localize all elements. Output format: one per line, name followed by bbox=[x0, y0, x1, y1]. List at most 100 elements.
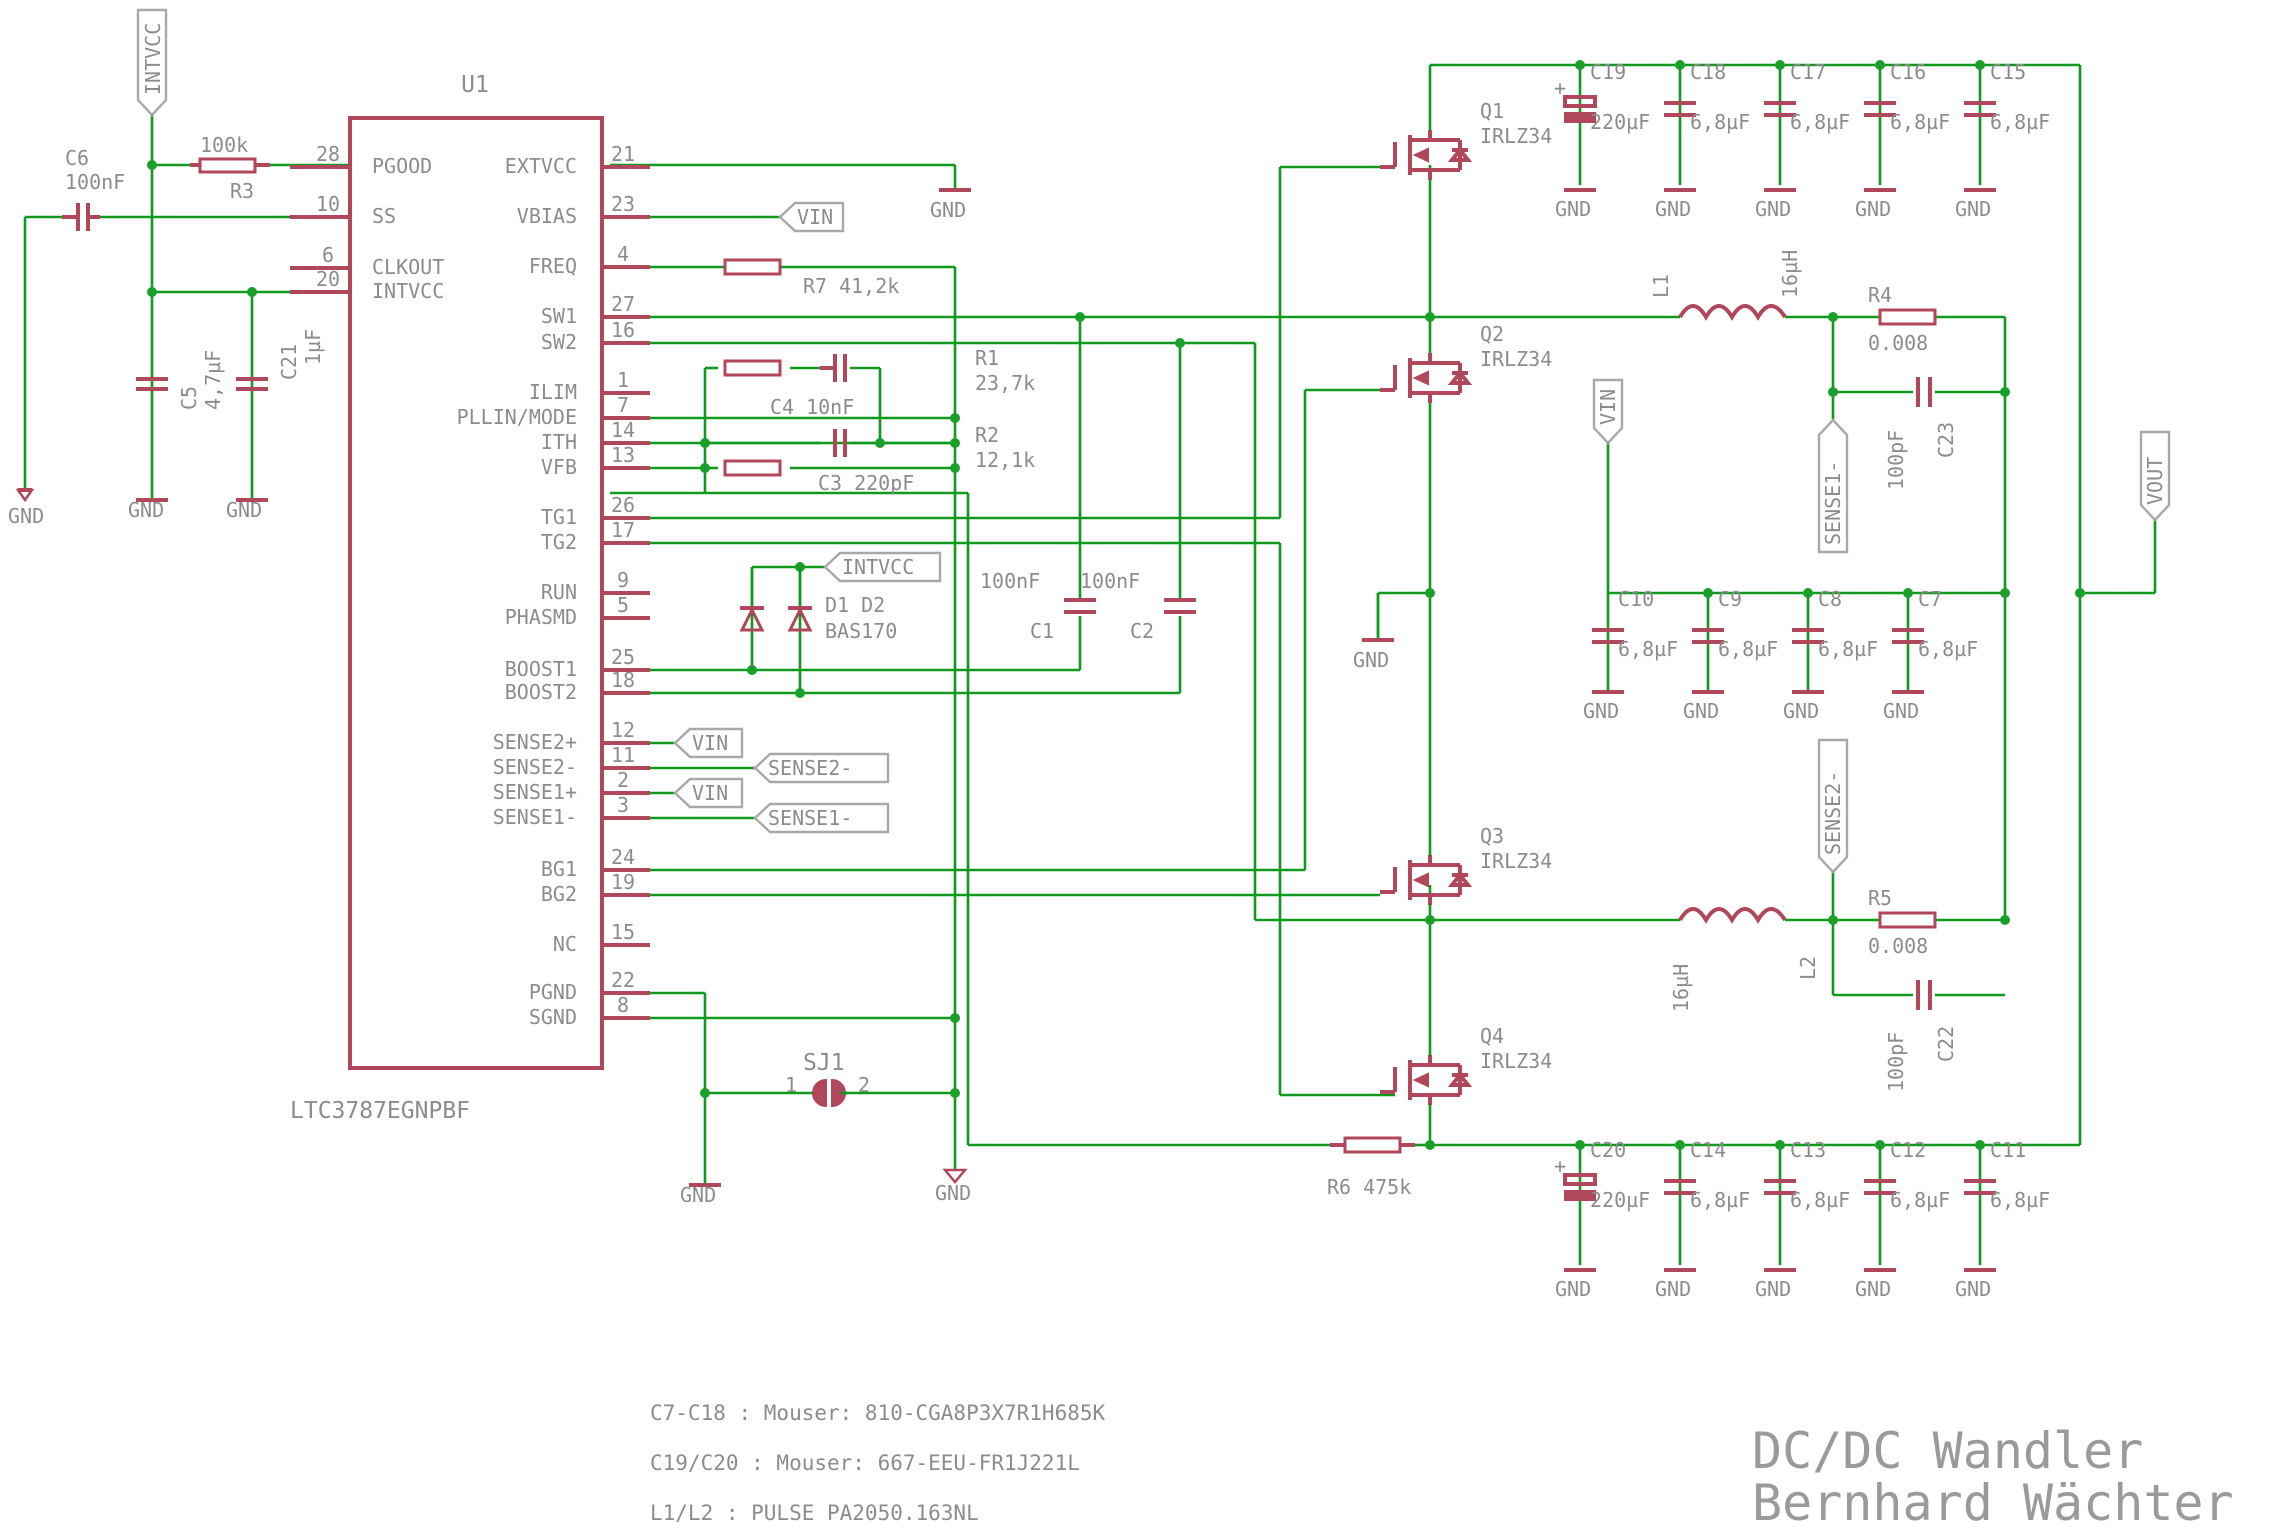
ic-pin-number: 4 bbox=[617, 242, 629, 266]
ic-pin-number: 25 bbox=[611, 645, 635, 669]
sj1-pin2: 2 bbox=[858, 1073, 870, 1097]
ic-pin-number: 23 bbox=[611, 192, 635, 216]
wires bbox=[23, 63, 2157, 1265]
gnd-label: GND bbox=[1555, 197, 1591, 221]
port-vin-vbias: VIN bbox=[778, 201, 845, 233]
gnd-label: GND bbox=[1583, 699, 1619, 723]
port-intvcc-top: INTVCC bbox=[136, 8, 168, 117]
polarity-plus: + bbox=[1554, 76, 1566, 100]
r1-ref: R1 bbox=[975, 346, 999, 370]
cap-val: 6,8µF bbox=[1918, 637, 1978, 661]
ic-pin-name: NC bbox=[553, 932, 577, 956]
r2-resistor: R2 12,1k bbox=[723, 423, 1035, 477]
port-sense1-label: SENSE1- bbox=[1821, 461, 1845, 545]
cap-c8: C86,8µF bbox=[1792, 587, 1878, 661]
mosfet-val: IRLZ34 bbox=[1480, 347, 1552, 371]
cap-val: 6,8µF bbox=[1990, 110, 2050, 134]
c23-capacitor: 100pF C23 bbox=[1884, 377, 1958, 490]
mosfet-val: IRLZ34 bbox=[1480, 124, 1552, 148]
r3-resistor: 100k R3 bbox=[190, 133, 270, 203]
sj1-ref: SJ1 bbox=[803, 1050, 845, 1076]
r5-ref: R5 bbox=[1868, 886, 1892, 910]
r4-resistor: R4 0.008 bbox=[1868, 283, 1937, 355]
ic-pin-number: 8 bbox=[617, 993, 629, 1017]
ic-value: LTC3787EGNPBF bbox=[290, 1098, 470, 1124]
ic-pin-number: 19 bbox=[611, 870, 635, 894]
ic-pin-name: VFB bbox=[541, 455, 577, 479]
gnd-label: GND bbox=[1783, 699, 1819, 723]
title-block: DC/DC Wandler Bernhard Wächter bbox=[1752, 1422, 2234, 1531]
ic-pin-number: 5 bbox=[617, 593, 629, 617]
cap-c7: C76,8µF bbox=[1892, 587, 1978, 661]
ic-pin-number: 14 bbox=[611, 418, 635, 442]
ic-u1: U1 LTC3787EGNPBF PGOOD28SS10CLKOUT6INTVC… bbox=[290, 72, 650, 1124]
gnd-label: GND bbox=[1683, 699, 1719, 723]
ic-pin-number: 9 bbox=[617, 568, 629, 592]
ic-pin-name: SGND bbox=[529, 1005, 577, 1029]
c1-ref: C1 bbox=[1030, 619, 1054, 643]
ic-pin-number: 21 bbox=[611, 142, 635, 166]
port-sense2-vertical: SENSE2- bbox=[1817, 738, 1849, 874]
c23-val: 100pF bbox=[1884, 430, 1908, 490]
l2-val: 16µH bbox=[1669, 964, 1693, 1012]
ic-pin-name: BG1 bbox=[541, 857, 577, 881]
port-vin-label: VIN bbox=[692, 731, 728, 755]
ic-pin-name: SENSE2+ bbox=[493, 730, 577, 754]
cap-ref: C20 bbox=[1590, 1138, 1626, 1162]
ic-pin-number: 10 bbox=[316, 192, 340, 216]
mosfet-ref: Q2 bbox=[1480, 322, 1504, 346]
ic-pin-number: 3 bbox=[617, 793, 629, 817]
cap-ref: C10 bbox=[1618, 587, 1654, 611]
r2-ref: R2 bbox=[975, 423, 999, 447]
ic-pin-name: PLLIN/MODE bbox=[457, 405, 577, 429]
c21-ref: C21 bbox=[277, 344, 301, 380]
cap-val: 6,8µF bbox=[1890, 1188, 1950, 1212]
port-vin-sense2: VIN bbox=[673, 727, 744, 759]
ground-mosfet: GND bbox=[1353, 593, 1394, 672]
r4-val: 0.008 bbox=[1868, 331, 1928, 355]
note-1: C7-C18 : Mouser: 810-CGA8P3X7R1H685K bbox=[650, 1401, 1106, 1425]
c2-ref: C2 bbox=[1130, 619, 1154, 643]
port-vin-label: VIN bbox=[797, 205, 833, 229]
ic-pin-number: 27 bbox=[611, 292, 635, 316]
l1-val: 16µH bbox=[1778, 250, 1802, 298]
gnd-label: GND bbox=[1955, 1277, 1991, 1301]
cap-ref: C9 bbox=[1718, 587, 1742, 611]
ic-pin-number: 2 bbox=[617, 768, 629, 792]
cap-ref: C12 bbox=[1890, 1138, 1926, 1162]
ic-pin-name: ILIM bbox=[529, 380, 577, 404]
ic-pin-name: BG2 bbox=[541, 882, 577, 906]
gnd-label: GND bbox=[1855, 1277, 1891, 1301]
gnd-label: GND bbox=[1353, 648, 1389, 672]
cap-val: 220µF bbox=[1590, 1188, 1650, 1212]
cap-c12: C12 6,8µF bbox=[1864, 1138, 1950, 1212]
port-sense2-label: SENSE2- bbox=[1821, 771, 1845, 855]
gnd-label: GND bbox=[1655, 1277, 1691, 1301]
ic-pin-name: SS bbox=[372, 204, 396, 228]
gnd-label: GND bbox=[930, 198, 966, 222]
title-line-2: Bernhard Wächter bbox=[1752, 1474, 2234, 1531]
c5-val: 4,7µF bbox=[201, 350, 225, 410]
cap-ref: C14 bbox=[1690, 1138, 1726, 1162]
c23-ref: C23 bbox=[1934, 422, 1958, 458]
port-vin-vertical: VIN bbox=[1592, 378, 1624, 445]
cap-val: 6,8µF bbox=[1618, 637, 1678, 661]
gnd-label: GND bbox=[1855, 197, 1891, 221]
ic-pin-name: CLKOUT bbox=[372, 255, 444, 279]
notes: C7-C18 : Mouser: 810-CGA8P3X7R1H685K C19… bbox=[650, 1401, 1106, 1525]
